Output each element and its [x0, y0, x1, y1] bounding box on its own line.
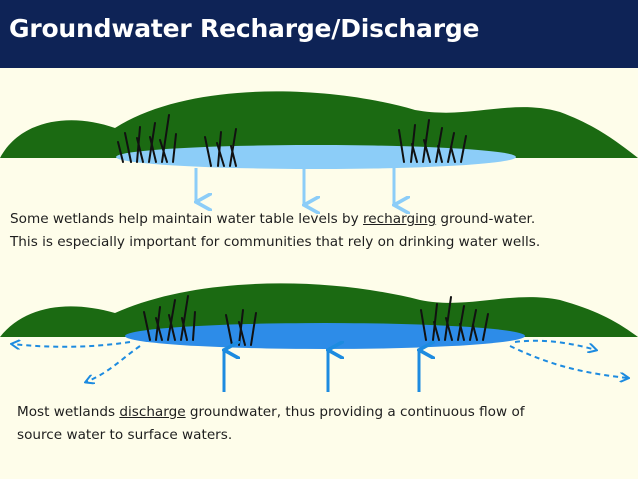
discharge-hill — [0, 283, 638, 337]
discharge-keyword: discharge — [119, 404, 186, 420]
surface-flow-arrows — [12, 341, 628, 382]
recharging-keyword: recharging — [363, 211, 437, 227]
discharge-caption: Most wetlands discharge groundwater, thu… — [17, 401, 525, 447]
recharge-caption: Some wetlands help maintain water table … — [10, 208, 540, 254]
recharge-caption-line-1: Some wetlands help maintain water table … — [10, 211, 536, 227]
reeds-group — [117, 114, 467, 167]
recharge-wetland-pool — [116, 145, 516, 169]
slide-title: Groundwater Recharge/Discharge — [9, 14, 480, 43]
discharge-caption-line-2: source water to surface waters. — [17, 427, 233, 443]
discharge-scene — [0, 283, 638, 392]
title-bar: Groundwater Recharge/Discharge — [0, 0, 638, 68]
recharge-scene — [0, 91, 638, 205]
reeds-group — [143, 295, 489, 346]
recharge-caption-line-2: This is especially important for communi… — [10, 234, 541, 250]
discharge-caption-line-1: Most wetlands discharge groundwater, thu… — [17, 404, 525, 420]
